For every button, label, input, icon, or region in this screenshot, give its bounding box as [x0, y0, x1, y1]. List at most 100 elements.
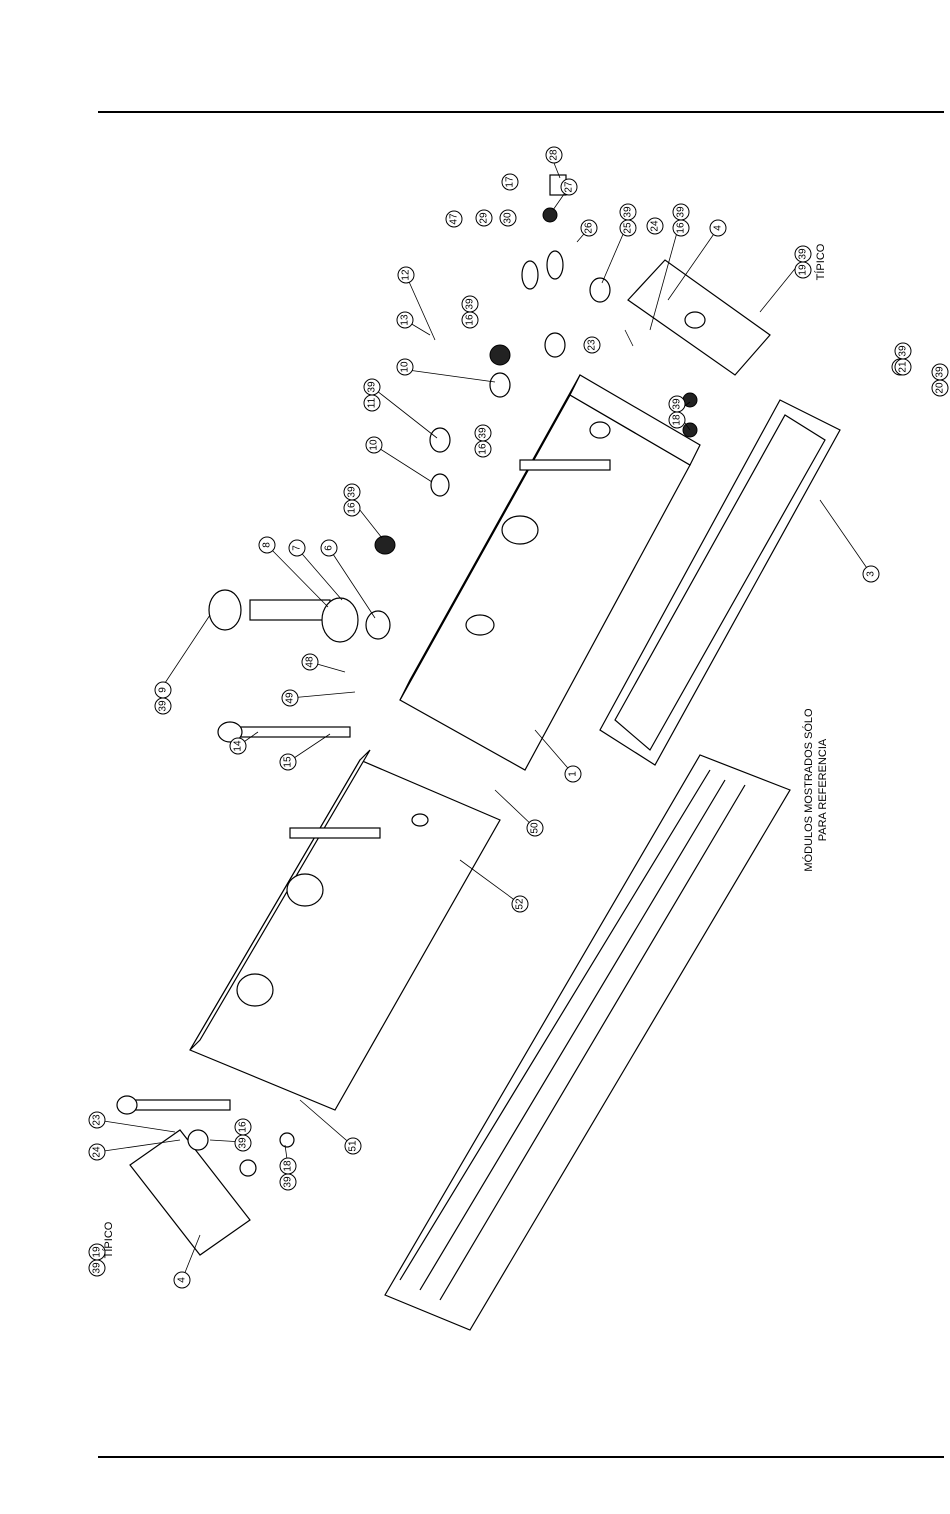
svg-text:52: 52: [515, 898, 526, 910]
svg-text:21: 21: [898, 361, 909, 373]
svg-text:23: 23: [92, 1114, 103, 1126]
callout-49: 49: [282, 690, 298, 706]
svg-text:30: 30: [503, 212, 514, 224]
callout-13: 13: [397, 312, 413, 328]
cover-plate-4-bottom: [130, 1130, 250, 1255]
callout-17: 17: [502, 174, 518, 190]
svg-text:4: 4: [177, 1277, 188, 1283]
callout-39-16-c: 39: [344, 484, 360, 500]
callout-16-a: 16: [462, 312, 478, 328]
svg-text:20: 20: [935, 382, 946, 394]
callout-10-a: 10: [397, 359, 413, 375]
note-typical-bottom: TÍPICO: [102, 1221, 115, 1258]
svg-text:16: 16: [238, 1121, 249, 1133]
svg-text:13: 13: [400, 314, 411, 326]
callout-19-top: 19: [795, 262, 811, 278]
callout-3: 3: [863, 566, 879, 582]
svg-text:18: 18: [283, 1160, 294, 1172]
callout-8: 8: [259, 537, 275, 553]
callout-23-top: 23: [584, 337, 600, 353]
callout-15: 15: [280, 754, 296, 770]
svg-text:39: 39: [367, 381, 378, 393]
callout-21-b: 21: [895, 359, 911, 375]
svg-text:39: 39: [478, 427, 489, 439]
svg-text:4: 4: [713, 225, 724, 231]
callout-20: 20: [932, 380, 948, 396]
svg-text:6: 6: [324, 545, 335, 551]
svg-text:3: 3: [866, 571, 877, 577]
svg-text:19: 19: [798, 264, 809, 276]
note-typical-top: TÍPICO: [814, 243, 827, 280]
svg-text:10: 10: [369, 439, 380, 451]
callout-39-25: 39: [620, 204, 636, 220]
svg-text:19: 19: [92, 1246, 103, 1258]
callout-16-bottom: 16: [235, 1119, 251, 1135]
callout-6: 6: [321, 540, 337, 556]
svg-text:26: 26: [584, 222, 595, 234]
svg-text:9: 9: [158, 687, 169, 693]
svg-text:28: 28: [549, 149, 560, 161]
callout-39-16-a: 39: [462, 296, 478, 312]
callout-9: 9: [155, 682, 171, 698]
svg-text:7: 7: [292, 545, 303, 551]
tube-lower: [117, 1096, 230, 1114]
svg-text:39: 39: [238, 1137, 249, 1149]
svg-text:39: 39: [465, 298, 476, 310]
callout-11: 11: [364, 395, 380, 411]
svg-text:15: 15: [283, 756, 294, 768]
callout-39-16-top: 39: [673, 204, 689, 220]
svg-text:17: 17: [505, 176, 516, 188]
callout-39-11: 39: [364, 379, 380, 395]
svg-text:39: 39: [347, 486, 358, 498]
svg-text:14: 14: [233, 740, 244, 752]
callout-16-b: 16: [475, 441, 491, 457]
callout-18-top: 18: [669, 412, 685, 428]
callout-52: 52: [512, 896, 528, 912]
manifold-block-51: [190, 750, 500, 1110]
svg-text:39: 39: [283, 1176, 294, 1188]
callout-24-bottom: 24: [89, 1144, 105, 1160]
callout-39-9: 39: [155, 698, 171, 714]
callout-48: 48: [302, 654, 318, 670]
svg-text:12: 12: [401, 269, 412, 281]
callout-28: 28: [546, 147, 562, 163]
callout-25: 25: [620, 220, 636, 236]
callout-12: 12: [398, 267, 414, 283]
callout-4-top: 4: [710, 220, 726, 236]
svg-text:23: 23: [587, 339, 598, 351]
svg-text:39: 39: [672, 398, 683, 410]
fitting-39-9: [209, 590, 330, 630]
svg-text:39: 39: [676, 206, 687, 218]
callout-14: 14: [230, 738, 246, 754]
svg-text:25: 25: [623, 222, 634, 234]
svg-text:47: 47: [449, 213, 460, 225]
svg-text:16: 16: [465, 314, 476, 326]
callout-39-16-b: 39: [475, 425, 491, 441]
tube-upper-block: [520, 460, 610, 470]
callout-18-bottom: 18: [280, 1158, 296, 1174]
callout-39-21: 39: [895, 343, 911, 359]
svg-text:39: 39: [935, 366, 946, 378]
callout-29: 29: [476, 210, 492, 226]
svg-text:49: 49: [285, 692, 296, 704]
svg-text:50: 50: [530, 822, 541, 834]
callout-39-19-bottom: 39: [89, 1260, 105, 1276]
callout-16-c: 16: [344, 500, 360, 516]
svg-text:39: 39: [898, 345, 909, 357]
svg-text:29: 29: [479, 212, 490, 224]
note-modules-line2: PARA REFERENCIA: [817, 738, 829, 841]
svg-text:18: 18: [672, 414, 683, 426]
svg-text:8: 8: [262, 542, 273, 548]
svg-text:10: 10: [400, 361, 411, 373]
callout-39-16-bottom: 39: [235, 1135, 251, 1151]
callout-39-18-bottom: 39: [280, 1174, 296, 1190]
svg-text:16: 16: [347, 502, 358, 514]
svg-text:48: 48: [305, 656, 316, 668]
note-modules-line1: MÓDULOS MOSTRADOS SÓLO: [802, 708, 815, 872]
svg-text:39: 39: [798, 248, 809, 260]
tube-block-51: [290, 828, 380, 838]
svg-text:39: 39: [158, 700, 169, 712]
callout-30: 30: [500, 210, 516, 226]
svg-text:16: 16: [478, 443, 489, 455]
svg-text:27: 27: [564, 181, 575, 193]
